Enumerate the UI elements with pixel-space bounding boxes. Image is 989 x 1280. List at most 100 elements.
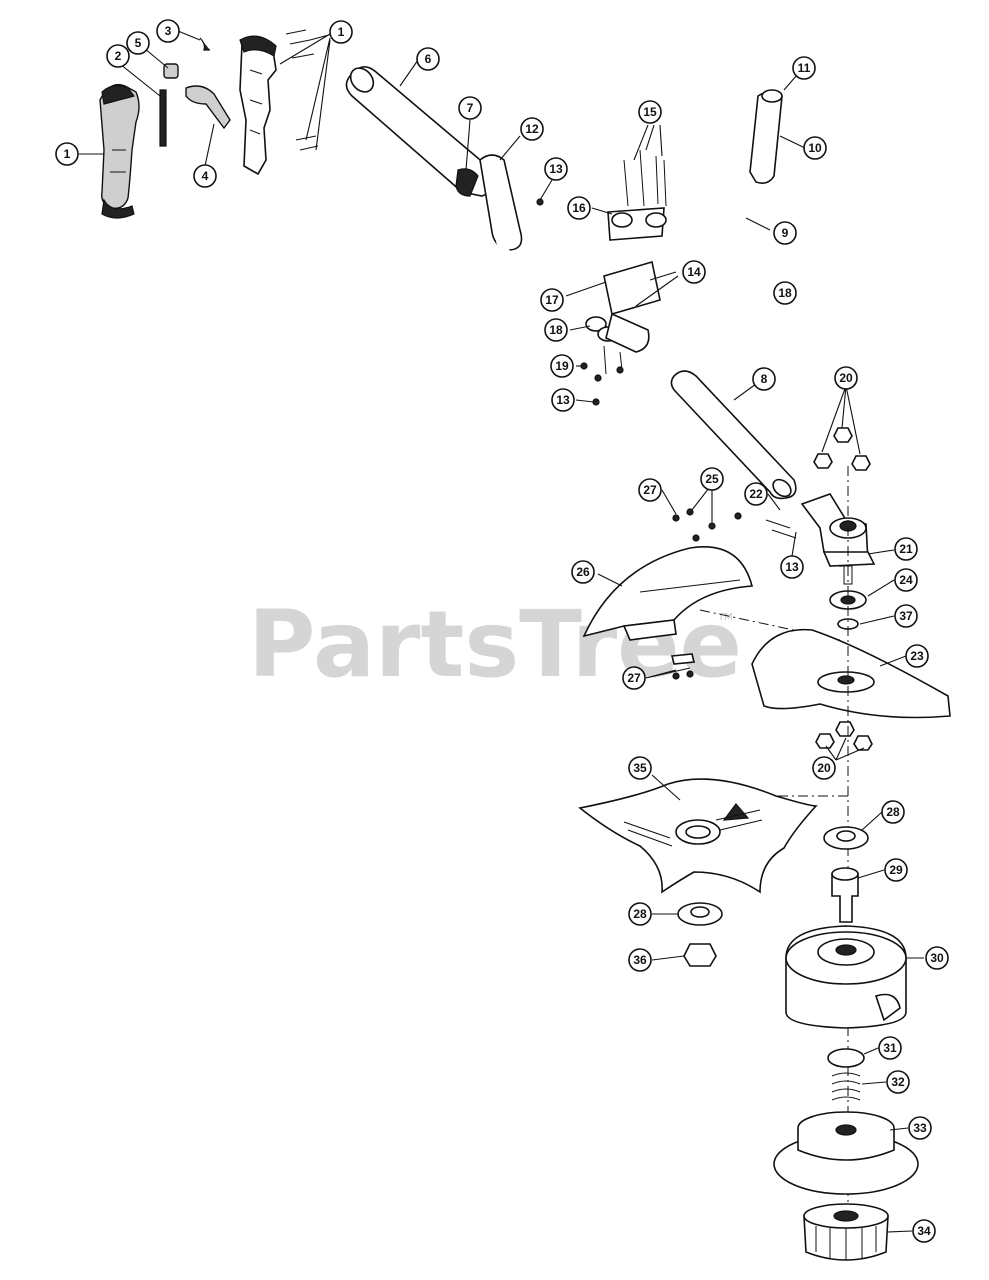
callout-label: 27	[627, 671, 641, 685]
callout-21[interactable]: 21	[894, 537, 918, 561]
part-spool	[773, 1111, 919, 1195]
callout-14[interactable]: 14	[682, 260, 706, 284]
callout-16[interactable]: 16	[567, 196, 591, 220]
part-star-washer	[827, 1048, 865, 1068]
watermark-trademark: TM	[717, 612, 733, 623]
part-spring-lower	[831, 1072, 861, 1101]
callout-22[interactable]: 22	[744, 482, 768, 506]
part-handlebar-clamp	[536, 149, 667, 406]
part-blade-nut	[683, 943, 717, 967]
callout-9[interactable]: 9	[773, 221, 797, 245]
callout-label: 34	[917, 1224, 931, 1238]
callout-label: 36	[633, 953, 647, 967]
part-nuts-upper	[813, 427, 871, 471]
callout-32[interactable]: 32	[886, 1070, 910, 1094]
callout-33[interactable]: 33	[908, 1116, 932, 1140]
callout-31[interactable]: 31	[878, 1036, 902, 1060]
callout-label: 10	[808, 141, 822, 155]
callout-25[interactable]: 25	[700, 467, 724, 491]
callout-27b[interactable]: 27	[622, 666, 646, 690]
callout-label: 12	[525, 122, 539, 136]
callout-15[interactable]: 15	[638, 100, 662, 124]
part-bump-knob	[803, 1203, 889, 1261]
part-handlebar	[479, 89, 783, 288]
part-clip	[199, 37, 210, 51]
callout-label: 25	[705, 472, 719, 486]
callout-label: 30	[930, 951, 944, 965]
callout-label: 9	[782, 226, 789, 240]
part-cutting-blade	[578, 778, 818, 894]
callout-35[interactable]: 35	[628, 756, 652, 780]
callout-label: 18	[549, 323, 563, 337]
part-blade-guard	[582, 546, 754, 641]
callout-label: 2	[115, 49, 122, 63]
callout-30[interactable]: 30	[925, 946, 949, 970]
callout-13c[interactable]: 13	[780, 555, 804, 579]
callout-27a[interactable]: 27	[638, 478, 662, 502]
callout-24[interactable]: 24	[894, 568, 918, 592]
callout-7[interactable]: 7	[458, 96, 482, 120]
callout-3[interactable]: 3	[156, 19, 180, 43]
callout-28b[interactable]: 28	[628, 902, 652, 926]
part-throttle-handle	[99, 83, 140, 219]
callout-29[interactable]: 29	[884, 858, 908, 882]
callout-label: 13	[785, 560, 799, 574]
part-drive-shaft-tube	[670, 370, 797, 500]
callout-26[interactable]: 26	[571, 560, 595, 584]
callout-1b[interactable]: 1	[329, 20, 353, 44]
callout-13b[interactable]: 13	[551, 388, 575, 412]
callout-label: 31	[883, 1041, 897, 1055]
callout-label: 22	[749, 487, 763, 501]
part-handle-half	[239, 29, 319, 176]
callout-label: 29	[889, 863, 903, 877]
callout-label: 20	[839, 371, 853, 385]
callout-label: 33	[913, 1121, 927, 1135]
callout-label: 7	[467, 101, 474, 115]
callout-13a[interactable]: 13	[544, 157, 568, 181]
callout-18a[interactable]: 18	[773, 281, 797, 305]
callout-label: 11	[798, 61, 811, 75]
callout-label: 13	[549, 162, 563, 176]
callout-28a[interactable]: 28	[881, 800, 905, 824]
part-guard-bolts	[670, 508, 742, 680]
callout-10[interactable]: 10	[803, 136, 827, 160]
callout-19[interactable]: 19	[550, 354, 574, 378]
callout-4[interactable]: 4	[193, 164, 217, 188]
callout-label: 24	[899, 573, 913, 587]
callout-label: 17	[545, 293, 559, 307]
callout-label: 5	[135, 36, 142, 50]
callout-label: 4	[202, 169, 209, 183]
callout-18b[interactable]: 18	[544, 318, 568, 342]
callout-17[interactable]: 17	[540, 288, 564, 312]
callout-37[interactable]: 37	[894, 604, 918, 628]
callout-label: 23	[910, 649, 924, 663]
part-main-tube	[345, 66, 496, 197]
callout-12[interactable]: 12	[520, 117, 544, 141]
part-trigger	[185, 85, 231, 130]
callout-label: 20	[817, 761, 831, 775]
callout-8[interactable]: 8	[752, 367, 776, 391]
callout-36[interactable]: 36	[628, 948, 652, 972]
callout-6[interactable]: 6	[416, 47, 440, 71]
parts-drawing	[99, 29, 951, 1261]
part-trimmer-shield	[751, 628, 951, 719]
callout-23[interactable]: 23	[905, 644, 929, 668]
callout-label: 28	[886, 805, 900, 819]
callout-11[interactable]: 11	[792, 56, 816, 80]
part-gearbox	[765, 493, 876, 567]
callout-20a[interactable]: 20	[834, 366, 858, 390]
callout-34[interactable]: 34	[912, 1219, 936, 1243]
callout-20b[interactable]: 20	[812, 756, 836, 780]
callout-5[interactable]: 5	[126, 31, 150, 55]
callout-1a[interactable]: 1	[55, 142, 79, 166]
callout-label: 8	[761, 372, 768, 386]
callout-label: 14	[687, 265, 701, 279]
callout-label: 6	[425, 52, 432, 66]
callout-label: 1	[338, 25, 345, 39]
callout-2[interactable]: 2	[106, 44, 130, 68]
leader-lines	[79, 30, 924, 1233]
callout-label: 15	[643, 105, 657, 119]
callout-label: 21	[899, 542, 913, 556]
callout-label: 19	[555, 359, 569, 373]
callout-label: 3	[165, 24, 172, 38]
